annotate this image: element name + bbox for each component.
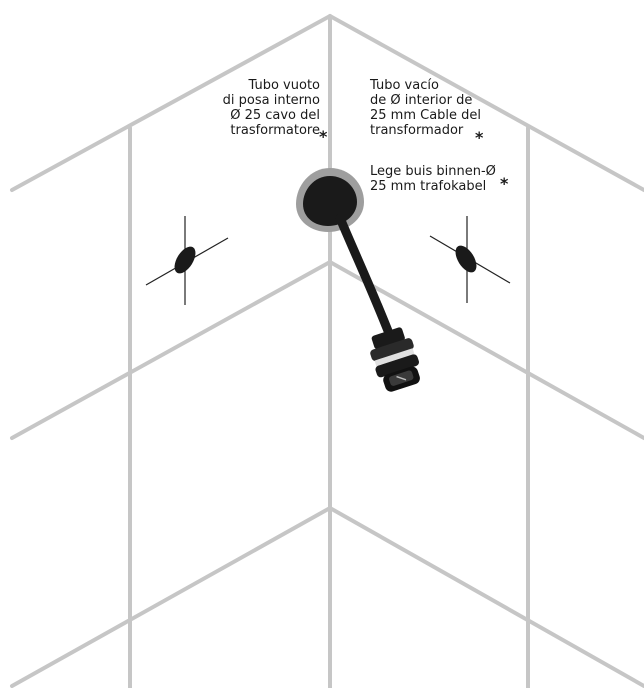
spanish-label-line1: Tubo vacío <box>370 78 439 93</box>
dutch-label-line1: Lege buis binnen-Ø <box>370 164 496 179</box>
spanish-label-line3: 25 mm Cable del <box>370 108 482 123</box>
italian-asterisk: * <box>319 127 328 146</box>
italian-label-line3: Ø 25 cavo del <box>230 108 320 123</box>
conduit-inner-hole <box>303 176 357 226</box>
dutch-label-line2-text: 25 mm trafokabel <box>370 179 487 194</box>
left-mark-dot <box>174 246 196 274</box>
tile-grid <box>10 13 644 688</box>
dutch-conduit-label: Lege buis binnen-Ø 25 mm trafokabel <box>370 164 550 194</box>
italian-label-line4: trasformatore <box>150 123 320 138</box>
spanish-conduit-label: Tubo vacío de Ø interior de 25 mm Cable … <box>370 78 550 138</box>
right-drill-mark <box>429 216 511 303</box>
spanish-label-line4: transformador <box>370 123 550 138</box>
italian-label-line1: Tubo vuoto <box>248 78 320 93</box>
dutch-asterisk: * <box>500 174 509 193</box>
cable-wire <box>335 213 395 341</box>
italian-conduit-label: Tubo vuoto di posa interno Ø 25 cavo del… <box>150 78 320 138</box>
italian-label-line2: di posa interno <box>222 93 320 108</box>
dutch-label-line2: 25 mm trafokabel <box>370 179 550 194</box>
cable-connector <box>370 327 420 392</box>
conduit-opening <box>296 168 364 232</box>
spanish-label-line4-text: transformador <box>370 123 464 138</box>
transformer-cable <box>335 213 420 392</box>
second-chevron-line <box>10 259 644 440</box>
spanish-asterisk: * <box>475 128 484 147</box>
italian-label-line4-text: trasformatore <box>230 123 320 138</box>
spanish-label-line2: de Ø interior de <box>370 93 473 108</box>
left-drill-mark <box>145 216 229 305</box>
third-chevron-line <box>10 505 644 688</box>
top-chevron-line <box>10 13 644 192</box>
right-mark-dot <box>455 245 477 273</box>
